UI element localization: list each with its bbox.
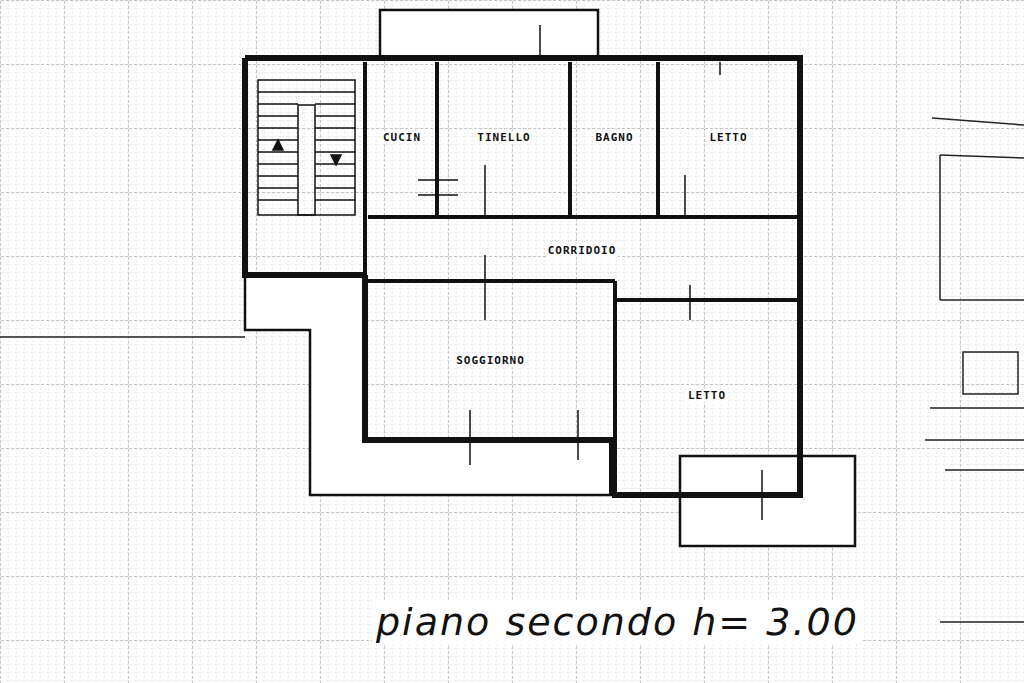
room-label: CUCIN (381, 131, 423, 144)
room-label: TINELLO (475, 131, 532, 144)
room-label: LETTO (686, 389, 728, 402)
kitchen-room: CUCIN (368, 100, 436, 175)
plan-caption: piano secondo h= 3.00 (372, 600, 863, 644)
room-label: SOGGIORNO (454, 354, 527, 367)
bedroom: LETTO (660, 100, 797, 175)
room-label: LETTO (707, 131, 749, 144)
bedroom: LETTO (617, 360, 797, 430)
bathroom: BAGNO (572, 100, 657, 175)
dining-room: TINELLO (439, 100, 569, 175)
room-label: BAGNO (593, 131, 635, 144)
room-label: CORRIDOIO (546, 244, 619, 257)
living-room: SOGGIORNO (368, 320, 613, 400)
corridor: CORRIDOIO (368, 220, 796, 280)
